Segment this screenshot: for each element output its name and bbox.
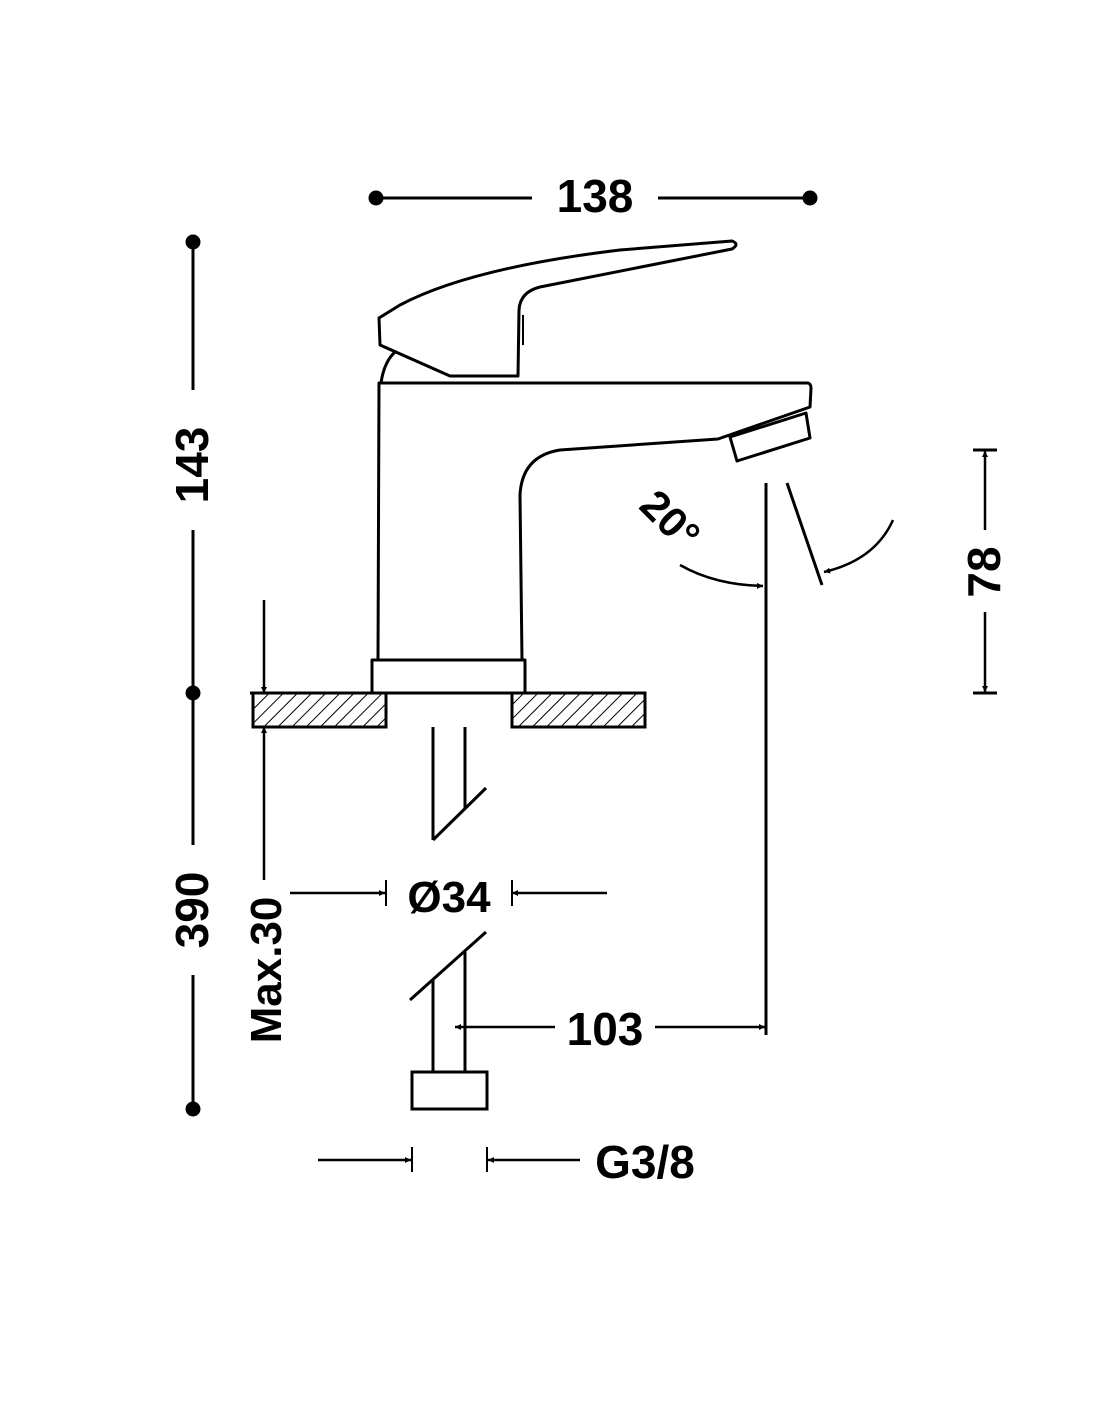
label-spout-height: 78 (958, 546, 1010, 597)
dimension-spout-height (973, 448, 997, 695)
faucet-handle (377, 239, 738, 378)
supply-hose (408, 727, 489, 1111)
label-height: 143 (166, 427, 218, 504)
dimension-left-vertical (185, 234, 201, 1117)
label-hole-diameter: Ø34 (407, 873, 491, 922)
label-hose-length: 390 (166, 872, 218, 949)
label-spout-reach: 103 (567, 1003, 644, 1055)
label-width: 138 (557, 170, 634, 222)
countertop (251, 691, 647, 729)
dimension-max-thickness (250, 600, 270, 880)
dimension-connection (318, 1147, 580, 1172)
label-connection: G3/8 (595, 1136, 695, 1188)
dimension-spray-angle (679, 482, 895, 589)
dimension-spout-reach (455, 483, 768, 1035)
dimension-hole-diameter (290, 880, 607, 906)
label-max-thickness: Max.30 (242, 897, 291, 1044)
faucet-body (370, 350, 813, 695)
dimension-width (368, 190, 818, 206)
label-spray-angle: 20° (631, 481, 709, 559)
